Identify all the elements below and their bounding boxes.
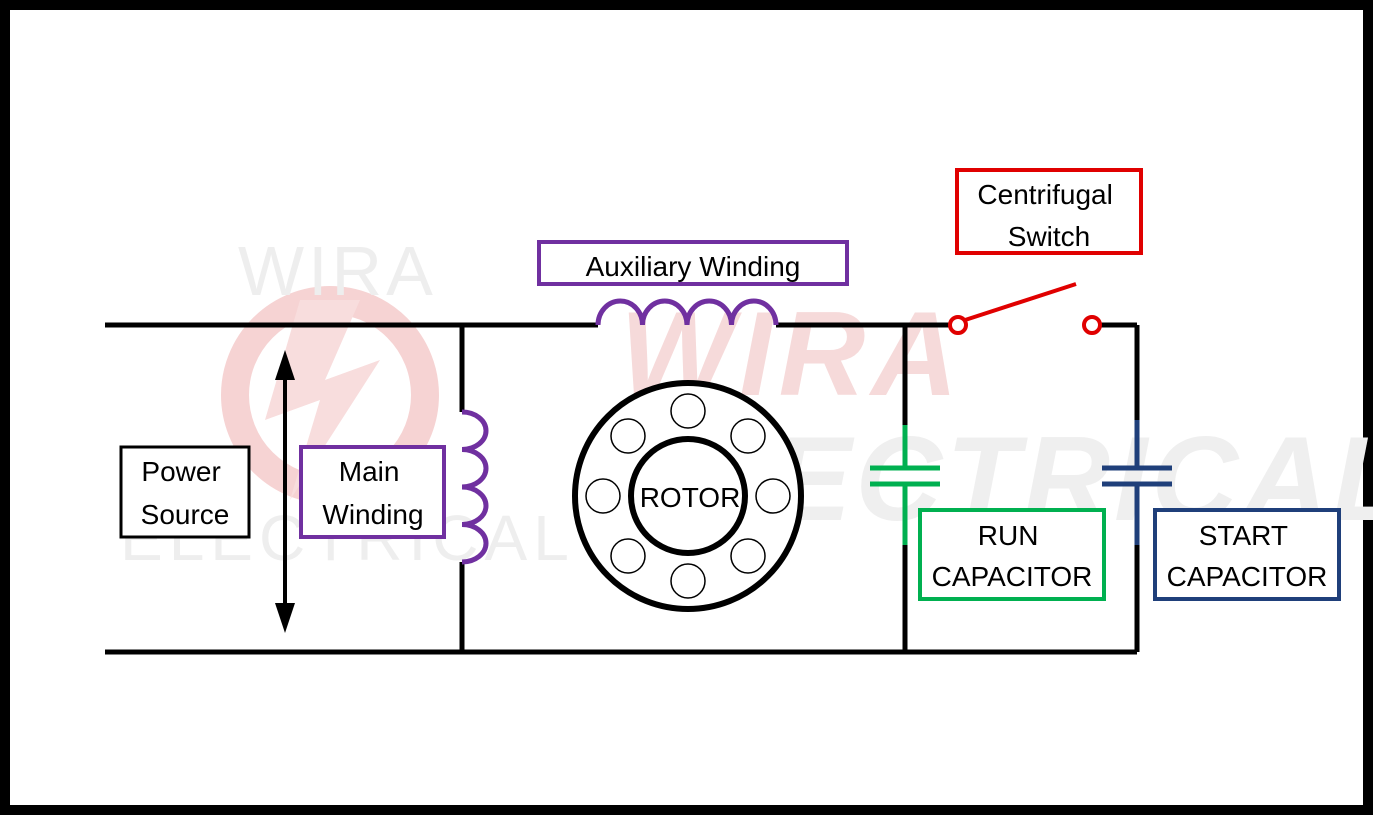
rotor-slot [610, 538, 646, 574]
rotor-slot [585, 478, 621, 514]
arrow-up-icon [275, 350, 295, 380]
centrifugal-switch-label-line1: Centrifugal [977, 179, 1112, 210]
rotor: ROTOR [572, 380, 804, 612]
rotor-slot [610, 418, 646, 454]
watermark-bolt-icon [265, 300, 380, 500]
wires [105, 322, 1140, 655]
centrifugal-switch-label-line2: Switch [1008, 221, 1090, 252]
watermark-top-text: WIRA [238, 232, 437, 310]
run-capacitor [870, 425, 940, 545]
svg-text:Centrifugal Switch: Centrifugal Switch [977, 179, 1120, 252]
power-source-arrow [275, 350, 295, 633]
switch-contact-left [948, 315, 968, 335]
start-capacitor [1102, 420, 1172, 545]
main-winding-label-box: Main Winding [299, 445, 446, 539]
rotor-slot [730, 538, 766, 574]
arrow-down-icon [275, 603, 295, 633]
rotor-slot [730, 418, 766, 454]
centrifugal-switch-label-box: Centrifugal Switch [955, 168, 1143, 255]
rotor-slot [670, 563, 706, 599]
start-capacitor-label-line1: START [1199, 520, 1288, 551]
svg-text:Power Source: Power Source [141, 456, 230, 530]
svg-text:START CAPACITOR: START CAPACITOR [1167, 520, 1328, 592]
run-capacitor-label-line2: CAPACITOR [932, 561, 1093, 592]
rotor-slots [585, 393, 791, 599]
rotor-inner-ring [628, 436, 748, 556]
power-source-label-line1: Power [141, 456, 220, 487]
start-capacitor-label-line2: CAPACITOR [1167, 561, 1328, 592]
main-winding-label-line1: Main [339, 456, 400, 487]
auxiliary-winding-label: Auxiliary Winding [586, 251, 801, 282]
run-capacitor-label-box: RUN CAPACITOR [918, 508, 1106, 601]
svg-text:RUN CAPACITOR: RUN CAPACITOR [932, 520, 1093, 592]
run-capacitor-label-line1: RUN [978, 520, 1039, 551]
main-winding-coil [461, 409, 489, 565]
start-capacitor-label-box: START CAPACITOR [1153, 508, 1341, 601]
switch-contact-right [1082, 315, 1102, 335]
power-source-label-box: Power Source [119, 445, 251, 539]
main-winding-label-line2: Winding [322, 499, 423, 530]
power-source-label-line2: Source [141, 499, 230, 530]
centrifugal-switch [948, 282, 1102, 335]
rotor-label: ROTOR [640, 482, 741, 513]
rotor-slot [670, 393, 706, 429]
rotor-slot [755, 478, 791, 514]
switch-blade [961, 282, 1077, 323]
auxiliary-winding-coil [595, 298, 779, 326]
svg-text:Main Winding: Main Winding [322, 456, 423, 530]
auxiliary-winding-label-box: Auxiliary Winding [537, 240, 849, 286]
